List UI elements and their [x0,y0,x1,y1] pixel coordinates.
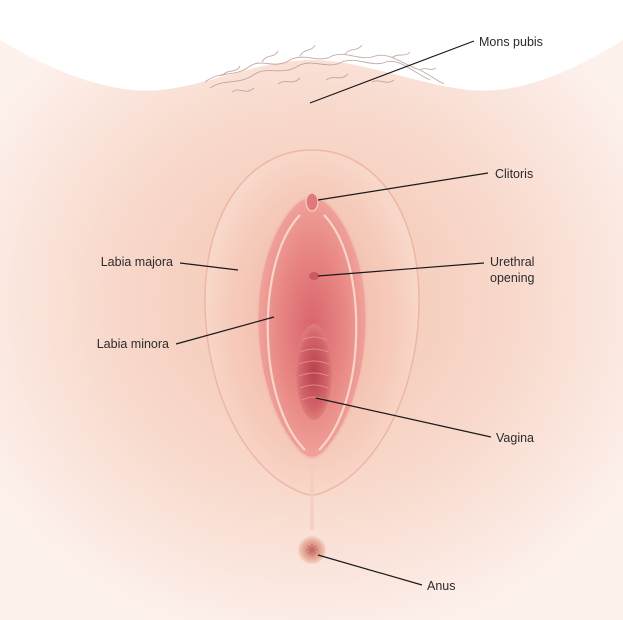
label-urethral-opening-line2: opening [490,271,535,285]
labia-minora-fold-left [266,214,306,451]
leader-urethral-opening [317,262,485,277]
label-clitoris: Clitoris [495,167,533,181]
anus-folds [306,544,318,556]
urethral-opening-shape [309,272,319,280]
body-silhouette [0,0,623,91]
label-vagina: Vagina [496,431,534,445]
leader-labia-minora [175,316,275,345]
vagina-shape [296,324,332,420]
labia-minora-fold-right [318,214,358,451]
label-mons-pubis: Mons pubis [479,35,543,49]
leader-labia-majora [179,262,239,271]
leader-vagina [315,397,492,438]
leader-clitoris [317,172,489,201]
pubic-hair [204,44,445,93]
clitoris-shape [305,192,319,212]
label-labia-majora: Labia majora [101,255,173,269]
leader-mons-pubis [309,40,475,104]
label-labia-minora: Labia minora [97,337,169,351]
label-anus: Anus [427,579,456,593]
leader-anus [317,554,423,586]
vagina-rugae [298,336,330,401]
label-urethral-opening-line1: Urethral [490,255,534,269]
